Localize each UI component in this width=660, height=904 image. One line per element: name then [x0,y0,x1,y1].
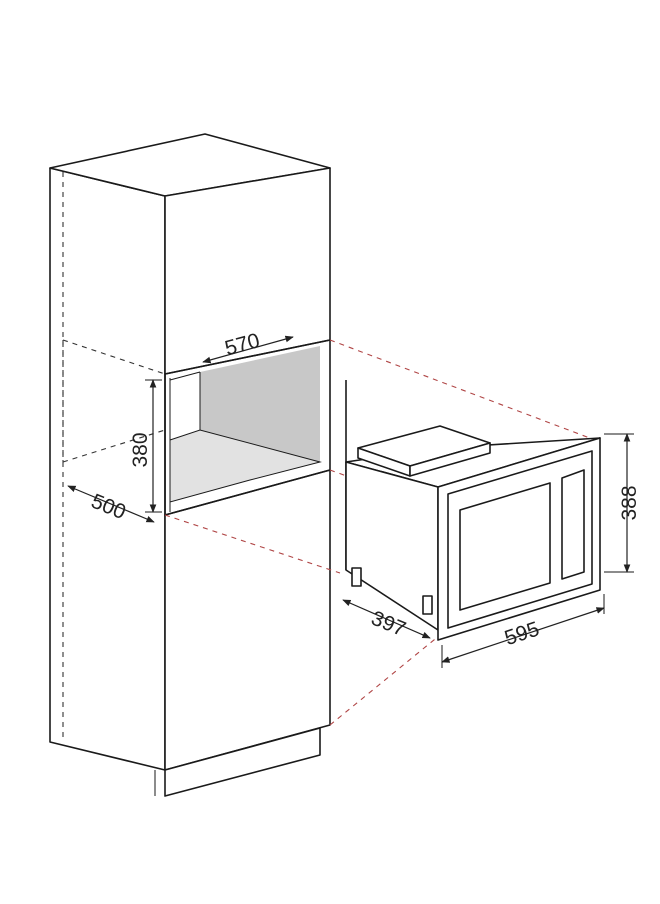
dim-label-397: 397 [368,607,409,641]
cabinet-niche [164,339,331,516]
cabinet-plinth [164,727,321,797]
tall-cabinet [49,133,331,797]
built-in-appliance [345,380,601,641]
dim-397-line [342,599,431,639]
dim-label-595: 595 [502,617,542,650]
dim-500-line [67,485,155,523]
appliance-control-panel [561,469,585,580]
cabinet-lower-door [164,469,331,771]
alignment-guides [164,339,596,726]
appliance-vent-box [357,425,491,477]
cabinet-side-panel [49,167,166,771]
appliance-window [459,482,551,611]
dim-570-line [202,335,294,364]
dim-label-380: 380 [129,432,152,467]
dim-595-line [441,607,605,663]
dimension-lines [67,335,634,668]
dim-label-388: 388 [618,485,641,520]
niche-back-wall [200,346,320,462]
